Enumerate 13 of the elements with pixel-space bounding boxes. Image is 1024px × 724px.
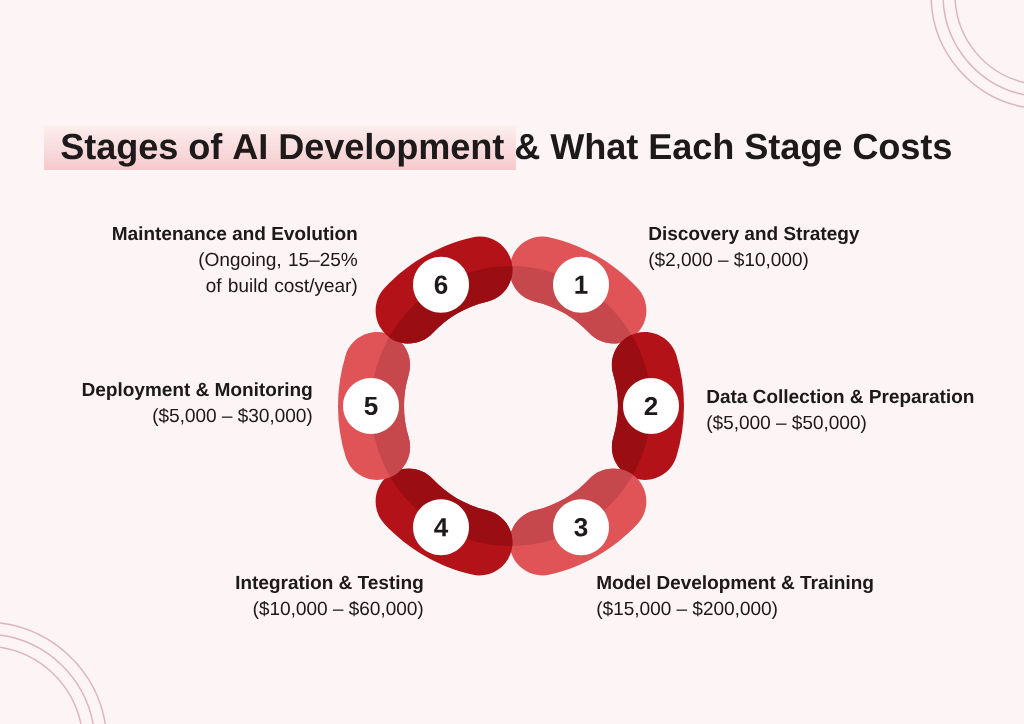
stage-name: Integration & Testing bbox=[236, 575, 423, 593]
stage-name: Discovery and Strategy bbox=[649, 226, 860, 244]
stage-name: Data Collection & Preparation bbox=[707, 389, 974, 407]
stage-name: Deployment & Monitoring bbox=[82, 382, 312, 400]
cost-range: ($5,000 – $30,000) bbox=[153, 407, 312, 426]
stage-name: Model Development & Training bbox=[597, 575, 873, 593]
cost-range: ($5,000 – $50,000) bbox=[707, 414, 866, 433]
title: Stages of AI Development & What Each Stage Costs bbox=[44, 126, 951, 170]
stage-name: Maintenance and Evolution bbox=[113, 226, 357, 241]
cost-range: ($15,000 – $200,000) bbox=[597, 600, 777, 619]
cost-range: ($2,000 – $10,000) bbox=[649, 251, 808, 270]
cost-range: (Ongoing, 15–25% of build cost/year) bbox=[199, 252, 358, 296]
cost-range: ($10,000 – $60,000) bbox=[253, 600, 423, 619]
